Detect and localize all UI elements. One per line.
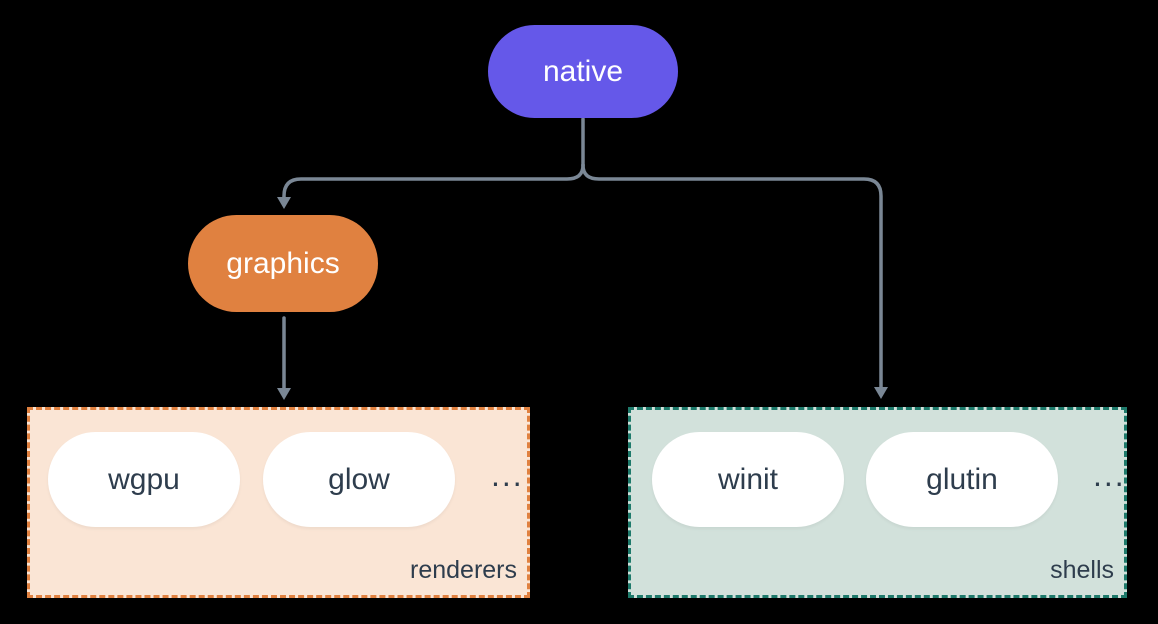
node-winit-label: winit (717, 462, 778, 496)
connector-native-to-shells (581, 163, 883, 389)
node-glow-label: glow (328, 462, 390, 496)
node-glutin-label: glutin (926, 462, 998, 496)
shells-ellipsis: ... (1093, 457, 1126, 493)
group-renderers-items: wgpu glow ... (30, 432, 524, 527)
group-shells-label: shells (1050, 556, 1114, 584)
connector-native-to-graphics (282, 163, 585, 200)
node-wgpu-label: wgpu (108, 462, 180, 496)
arrowheads-group (277, 197, 888, 400)
arrow-down-icon (277, 197, 291, 209)
group-renderers: wgpu glow ... renderers (27, 407, 530, 598)
renderers-ellipsis: ... (491, 457, 524, 493)
node-wgpu: wgpu (48, 432, 240, 527)
node-winit: winit (652, 432, 844, 527)
group-shells: winit glutin ... shells (628, 407, 1127, 598)
group-renderers-label: renderers (410, 556, 517, 584)
node-glutin: glutin (866, 432, 1058, 527)
node-graphics: graphics (188, 215, 378, 312)
arrow-down-icon (874, 387, 888, 399)
node-native: native (488, 25, 678, 118)
node-native-label: native (542, 54, 624, 88)
node-glow: glow (263, 432, 455, 527)
arrow-down-icon (277, 388, 291, 400)
node-graphics-label: graphics (226, 246, 340, 280)
group-shells-items: winit glutin ... (631, 432, 1126, 527)
